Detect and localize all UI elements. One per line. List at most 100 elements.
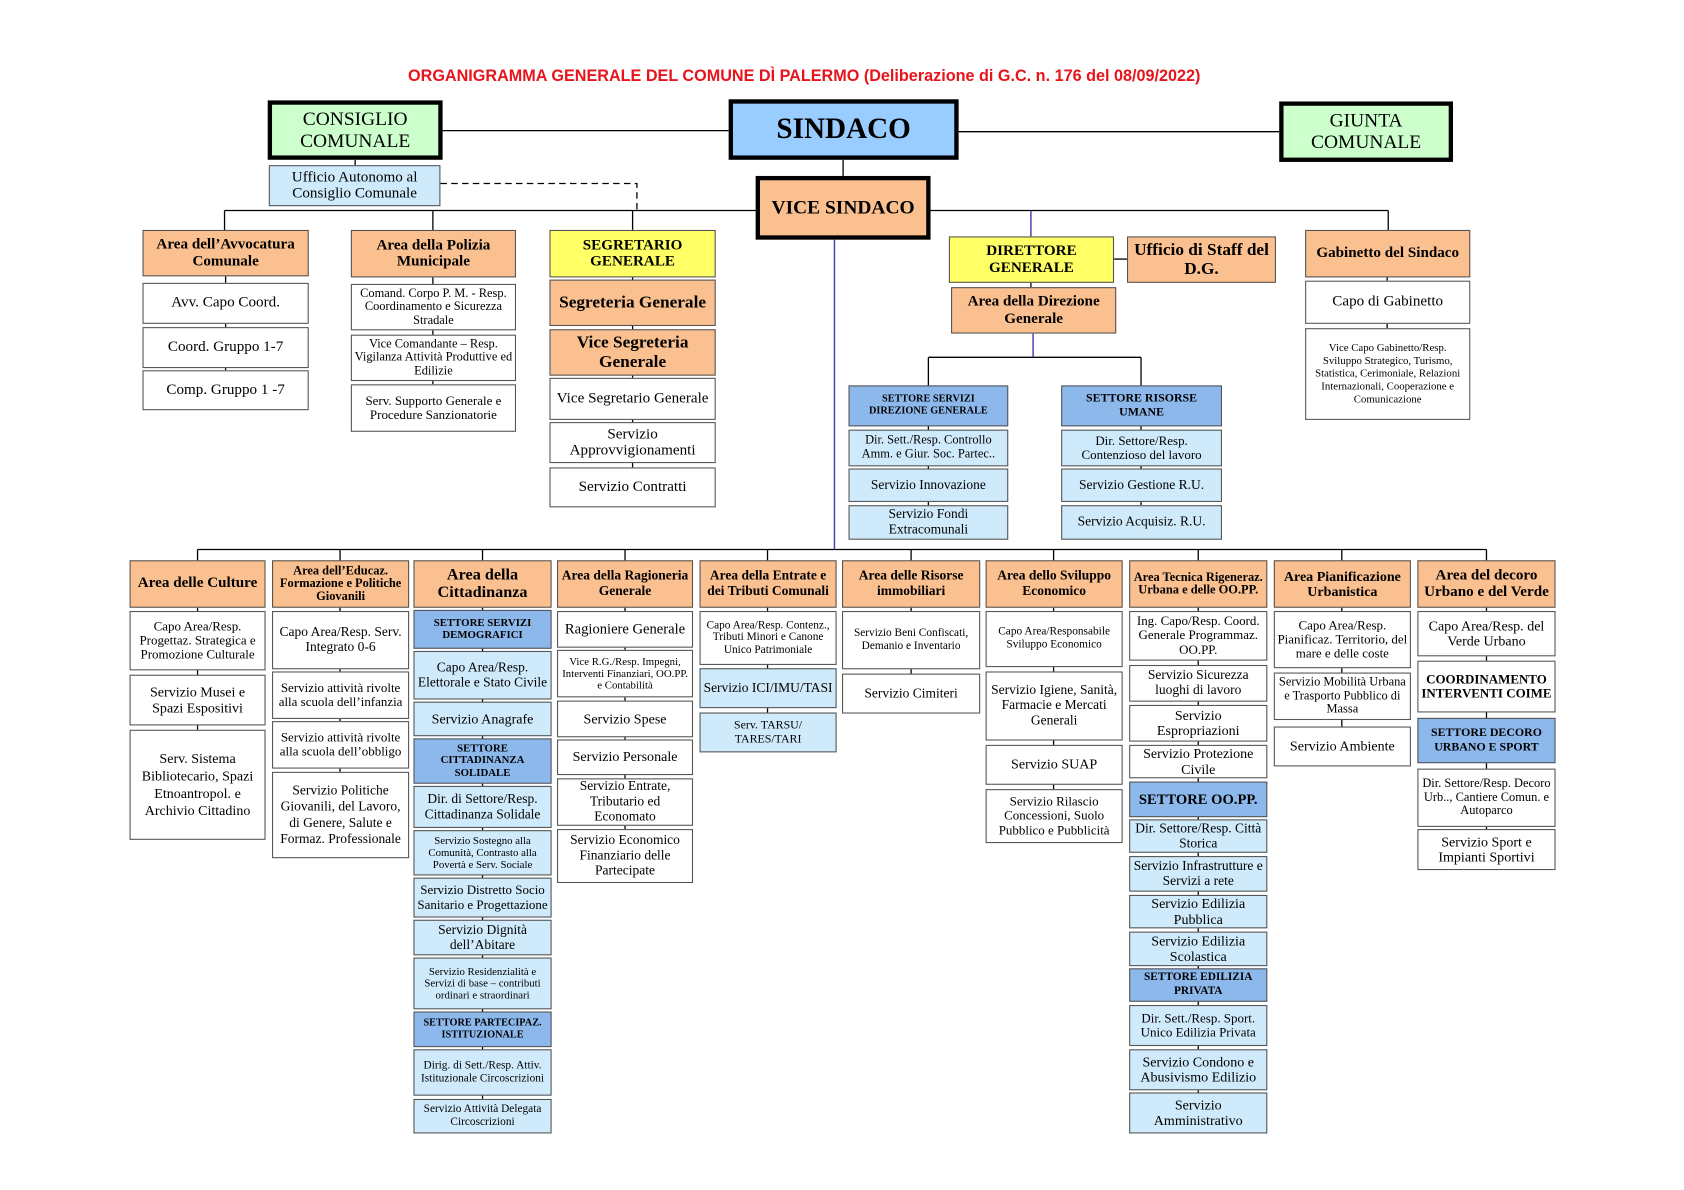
unit-box: Serv. TARSU/ TARES/TARI (699, 712, 837, 753)
unit-box: Comp. Gruppo 1 -7 (142, 370, 309, 411)
unit-box: Servizio Mobilità Urbana e Trasporto Pub… (1273, 672, 1411, 721)
area-header-ragioneria: Area della Ragioneria Generale (557, 560, 694, 608)
unit-box: Servizio Igiene, Sanità, Farmacie e Merc… (985, 671, 1123, 741)
unit-box: Serv. Sistema Bibliotecario, Spazi Etnoa… (129, 729, 266, 840)
area-header-sviluppo-economico: Area dello Sviluppo Economico (985, 560, 1123, 608)
unit-box: Servizio Politiche Giovanili, del Lavoro… (272, 771, 410, 859)
unit-box: Servizio Edilizia Scolastica (1129, 931, 1268, 967)
sindaco-box: SINDACO (728, 99, 959, 160)
unit-box: Servizio SUAP (985, 744, 1123, 785)
unit-box: Servizio Beni Confiscati, Demanio e Inve… (842, 610, 981, 670)
unit-box: Capo di Gabinetto (1305, 280, 1471, 324)
unit-box: Servizio Economico Finanziario delle Par… (557, 829, 694, 884)
settore-box: SETTORE CITTADINANZA SOLIDALE (413, 738, 552, 784)
segreteria-generale-box: Segreteria Generale (549, 279, 716, 327)
unit-box: Servizio Attività Delegata Circoscrizion… (413, 1098, 552, 1134)
unit-box: Servizio Spese (557, 700, 694, 738)
unit-box: Ragioniere Generale (557, 610, 694, 648)
unit-box: Vice Segretario Generale (549, 377, 716, 420)
unit-box: Servizio ICI/IMU/TASI (699, 668, 837, 709)
unit-box: Dir. Settore/Resp. Contenzioso del lavor… (1061, 429, 1222, 467)
unit-box: Servizio Ambiente (1273, 726, 1411, 767)
unit-box: Capo Area/Resp. Contenz., Tributi Minori… (699, 610, 837, 665)
unit-box: Capo Area/Resp. Pianificaz. Territorio, … (1273, 610, 1411, 669)
coordinamento-coime-box: COORDINAMENTO INTERVENTI COIME (1417, 660, 1556, 713)
unit-box: Serv. Supporto Generale e Procedure Sanz… (350, 384, 517, 432)
unit-box: Vice R.G./Resp. Impegni, Interventi Fina… (557, 649, 694, 698)
unit-box: Capo Area/Resp. Elettorale e Stato Civil… (413, 650, 552, 700)
settore-box: SETTORE RISORSE UMANE (1061, 385, 1222, 427)
area-header-polizia: Area della Polizia Municipale (350, 229, 517, 278)
unit-box: Servizio Cimiteri (842, 673, 981, 714)
unit-box: Servizio Protezione Civile (1129, 744, 1268, 779)
unit-box: Servizio Personale (557, 739, 694, 776)
unit-box: Servizio attività rivolte alla scuola de… (272, 721, 410, 769)
vice-segreteria-generale-box: Vice Segreteria Generale (549, 329, 716, 376)
unit-box: Avv. Capo Coord. (142, 282, 309, 324)
unit-box: Servizio Sport e Impianti Sportivi (1417, 829, 1556, 871)
unit-box: Dir. di Settore/Resp. Cittadinanza Solid… (413, 785, 552, 828)
unit-box: Servizio Sostegno alla Comunità, Contras… (413, 830, 552, 876)
unit-box: Capo Area/Resp. Serv. Integrato 0-6 (272, 610, 410, 670)
unit-box: Servizio Espropriazioni (1129, 704, 1268, 742)
ufficio-autonomo-box: Ufficio Autonomo al Consiglio Comunale (268, 165, 441, 207)
settore-box: SETTORE SERVIZI DEMOGRAFICI (413, 609, 552, 649)
unit-box: Servizio Musei e Spazi Espositivi (129, 674, 266, 726)
settore-box: SETTORE EDILIZIA PRIVATA (1129, 968, 1268, 1002)
unit-box: Capo Area/Resp. del Verde Urbano (1417, 610, 1556, 657)
unit-box: Servizio attività rivolte alla scuola de… (272, 671, 410, 719)
unit-box: Servizio Approvvigionamenti (549, 422, 716, 464)
settore-box: SETTORE PARTECIPAZ. ISTITUZIONALE (413, 1011, 552, 1048)
unit-box: Vice Comandante – Resp. Vigilanza Attivi… (350, 334, 517, 382)
direttore-generale-box: DIRETTORE GENERALE (948, 236, 1115, 283)
area-header-gabinetto: Gabinetto del Sindaco (1305, 229, 1471, 278)
area-header-risorse-immobiliari: Area delle Risorse immobiliari (842, 560, 981, 608)
unit-box: Servizio Condono e Abusivismo Edilizio (1129, 1049, 1268, 1091)
unit-box: Servizio Contratti (549, 467, 716, 508)
unit-box: Dir. Sett./Resp. Sport. Unico Edilizia P… (1129, 1005, 1268, 1047)
unit-box: Comand. Corpo P. M. - Resp. Coordinament… (350, 283, 517, 331)
unit-box: Servizio Residenzialità e Servizi di bas… (413, 957, 552, 1010)
unit-box: Servizio Anagrafe (413, 701, 552, 737)
area-header-pianificazione: Area Pianificazione Urbanistica (1273, 560, 1411, 608)
ufficio-staff-dg-box: Ufficio di Staff del D.G. (1126, 236, 1276, 283)
area-header-avvocatura: Area dell’Avvocatura Comunale (142, 229, 309, 277)
settore-box: SETTORE OO.PP. (1129, 781, 1268, 818)
unit-box: Servizio Infrastrutture e Servizi a rete (1129, 856, 1268, 892)
unit-box: Capo Area/Responsabile Sviluppo Economic… (985, 610, 1123, 668)
area-header-educazione: Area dell’Educaz. Formazione e Politiche… (272, 560, 410, 608)
unit-box: Dir. Sett./Resp. Controllo Amm. e Giur. … (848, 429, 1009, 467)
vice-sindaco-box: VICE SINDACO (755, 175, 931, 240)
area-header-decoro: Area del decoro Urbano e del Verde (1417, 560, 1556, 608)
unit-box: Servizio Rilascio Concessioni, Suolo Pub… (985, 789, 1123, 844)
dashed-connector-line (440, 182, 638, 211)
unit-box: Servizio Sicurezza luoghi di lavoro (1129, 664, 1268, 702)
area-header-entrate: Area della Entrate e dei Tributi Comunal… (699, 560, 837, 608)
unit-box: Vice Capo Gabinetto/Resp. Sviluppo Strat… (1305, 328, 1471, 420)
consiglio-comunale-box: CONSIGLIO COMUNALE (267, 100, 443, 160)
unit-box: Dir. Settore/Resp. Città Storica (1129, 819, 1268, 853)
unit-box: Servizio Distretto Socio Sanitario e Pro… (413, 877, 552, 918)
area-header-tecnica: Area Tecnica Rigeneraz. Urbana e delle O… (1129, 560, 1268, 608)
unit-box: Servizio Gestione R.U. (1061, 468, 1222, 502)
unit-box: Servizio Amministrativo (1129, 1092, 1268, 1134)
area-header-cittadinanza: Area della Cittadinanza (413, 560, 552, 608)
unit-box: Servizio Acquisiz. R.U. (1061, 505, 1222, 540)
chart-title: ORGANIGRAMMA GENERALE DEL COMUNE DÌ PALE… (408, 66, 1201, 86)
area-header-culture: Area delle Culture (129, 560, 266, 608)
unit-box: Servizio Fondi Extracomunali (848, 505, 1009, 540)
giunta-comunale-box: GIUNTA COMUNALE (1279, 101, 1454, 162)
settore-box: SETTORE SERVIZI DIREZIONE GENERALE (848, 385, 1009, 427)
unit-box: Servizio Entrate, Tributario ed Economat… (557, 778, 694, 826)
area-direzione-generale-box: Area della Direzione Generale (951, 287, 1117, 334)
settore-box: SETTORE DECORO URBANO E SPORT (1417, 717, 1556, 764)
segretario-generale-box: SEGRETARIO GENERALE (549, 229, 716, 278)
unit-box: Dir. Settore/Resp. Decoro Urb.., Cantier… (1417, 768, 1556, 827)
unit-box: Servizio Edilizia Pubblica (1129, 894, 1268, 929)
unit-box: Servizio Dignità dell’Abitare (413, 919, 552, 956)
unit-box: Coord. Gruppo 1-7 (142, 327, 309, 369)
unit-box: Capo Area/Resp. Progettaz. Strategica e … (129, 610, 266, 671)
unit-box: Dirig. di Sett./Resp. Attiv. Istituziona… (413, 1049, 552, 1096)
unit-box: Servizio Innovazione (848, 468, 1009, 502)
